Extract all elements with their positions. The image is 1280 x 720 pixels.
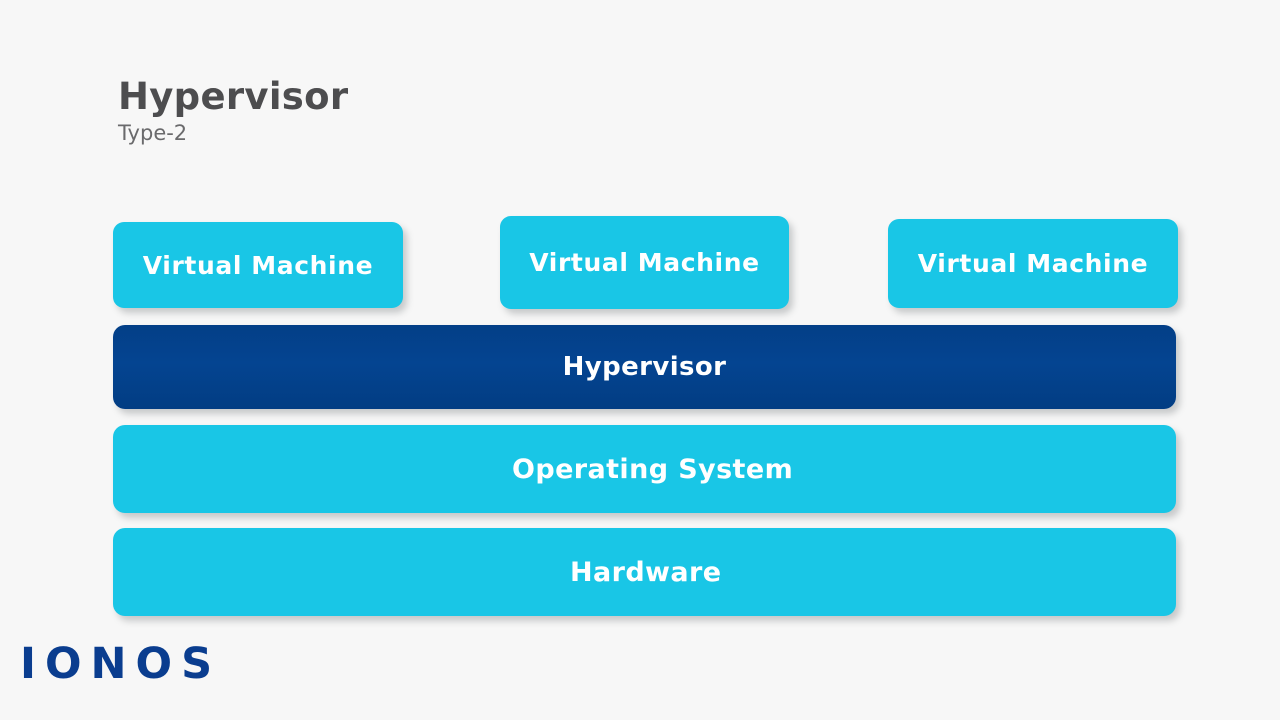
hypervisor-layer-bar: Hypervisor (113, 325, 1176, 409)
page-title: Hypervisor (118, 75, 349, 118)
virtual-machine-box-1: Virtual Machine (113, 222, 403, 308)
hardware-layer-label: Hardware (570, 556, 722, 588)
operating-system-layer-label: Operating System (512, 453, 794, 485)
virtual-machine-label-3: Virtual Machine (917, 249, 1149, 278)
hypervisor-layer-label: Hypervisor (562, 352, 727, 382)
heading-block: Hypervisor Type-2 (118, 75, 349, 145)
virtual-machine-box-3: Virtual Machine (888, 219, 1178, 308)
virtual-machine-label-2: Virtual Machine (529, 248, 760, 277)
operating-system-layer-bar: Operating System (113, 425, 1176, 513)
virtual-machine-label-1: Virtual Machine (142, 250, 374, 280)
virtual-machine-box-2: Virtual Machine (500, 216, 789, 309)
hardware-layer-bar: Hardware (113, 528, 1176, 616)
ionos-logo: IONOS (20, 639, 222, 689)
page-subtitle: Type-2 (118, 120, 188, 145)
